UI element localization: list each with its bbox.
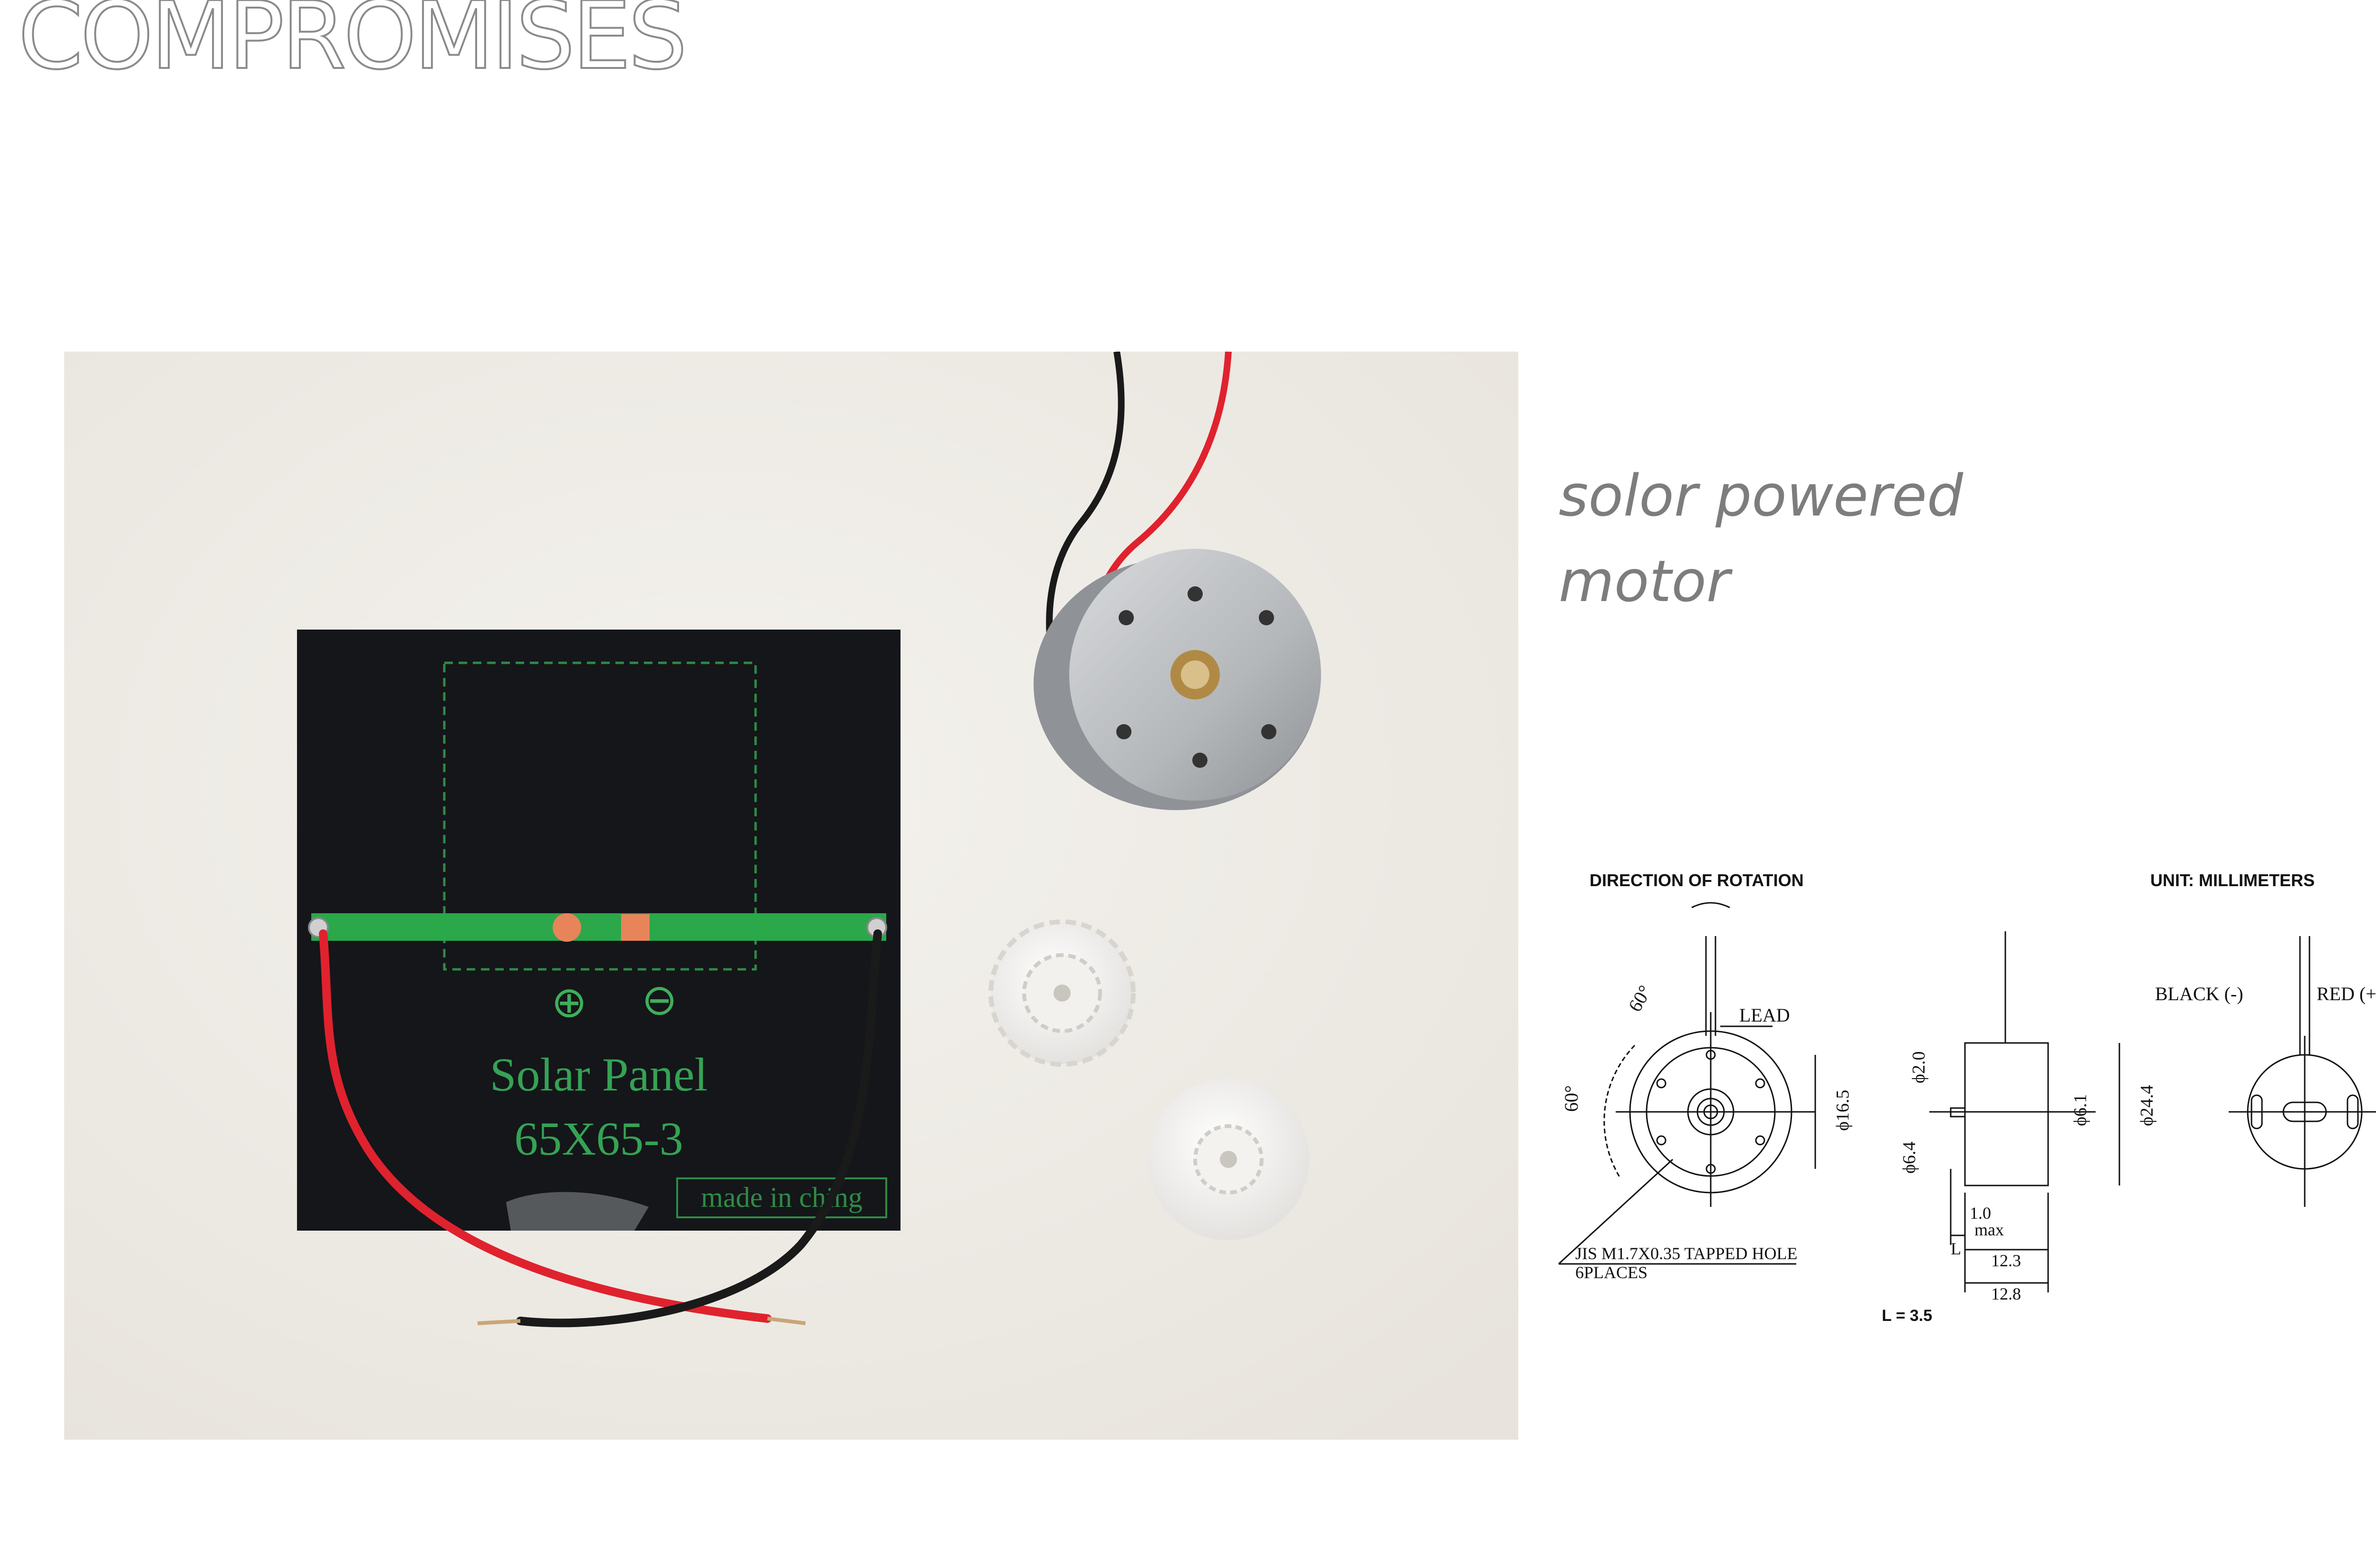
solar-panel: ⊕ ⊖ Solar Panel 65X65-3 made in ching: [297, 630, 901, 1231]
dim-L-label: L: [1951, 1239, 1961, 1258]
panel-minus-icon: ⊖: [642, 977, 677, 1024]
six-places-label: 6PLACES: [1575, 1263, 1648, 1282]
panel-label-1: Solar Panel: [490, 1048, 708, 1101]
dia-24-4-label: ϕ24.4: [2137, 1085, 2157, 1126]
dim-12-3-label: 12.3: [1991, 1251, 2021, 1270]
lead-label: LEAD: [1739, 1004, 1790, 1026]
motor: [1034, 549, 1321, 810]
dim-12-8-label: 12.8: [1991, 1284, 2021, 1303]
panel-plus-icon: ⊕: [551, 979, 587, 1026]
red-lead-label: RED (+): [2317, 983, 2376, 1004]
page-title: COMPROMISES: [17, 0, 688, 90]
angle-label-2: 60°: [1561, 1085, 1582, 1112]
dim-max-label: max: [1974, 1220, 2004, 1239]
l-value-label: L = 3.5: [1882, 1307, 1932, 1325]
caption: solor powered motor: [1559, 454, 1963, 625]
large-gear: [1148, 1079, 1309, 1240]
tapped-hole-label: JIS M1.7X0.35 TAPPED HOLE: [1575, 1244, 1798, 1263]
direction-of-rotation-label: DIRECTION OF ROTATION: [1590, 870, 1804, 890]
dia-6-1-label: ϕ6.1: [2070, 1094, 2090, 1126]
panel-red-wire: [319, 929, 772, 1323]
angle-label-1: 60°: [1624, 982, 1656, 1015]
product-photo: ⊕ ⊖ Solar Panel 65X65-3 made in ching: [64, 352, 1518, 1440]
dia-6-4-label: ϕ6.4: [1899, 1141, 1919, 1174]
caption-line-2: motor: [1559, 549, 1730, 615]
dim-1-0-label: 1.0: [1970, 1204, 1991, 1223]
panel-black-wire: [516, 929, 882, 1328]
unit-label: UNIT: MILLIMETERS: [2150, 870, 2315, 890]
dia-16-5-label: ϕ16.5: [1833, 1090, 1853, 1131]
panel-label-2: 65X65-3: [514, 1112, 683, 1165]
black-lead-label: BLACK (-): [2155, 983, 2243, 1004]
small-gear: [988, 919, 1136, 1067]
motor-technical-drawing: DIRECTION OF ROTATION UNIT: MILLIMETERS …: [1558, 870, 2376, 1325]
dia-2-0-label: ϕ2.0: [1909, 1051, 1929, 1083]
caption-line-1: solor powered: [1559, 463, 1964, 529]
